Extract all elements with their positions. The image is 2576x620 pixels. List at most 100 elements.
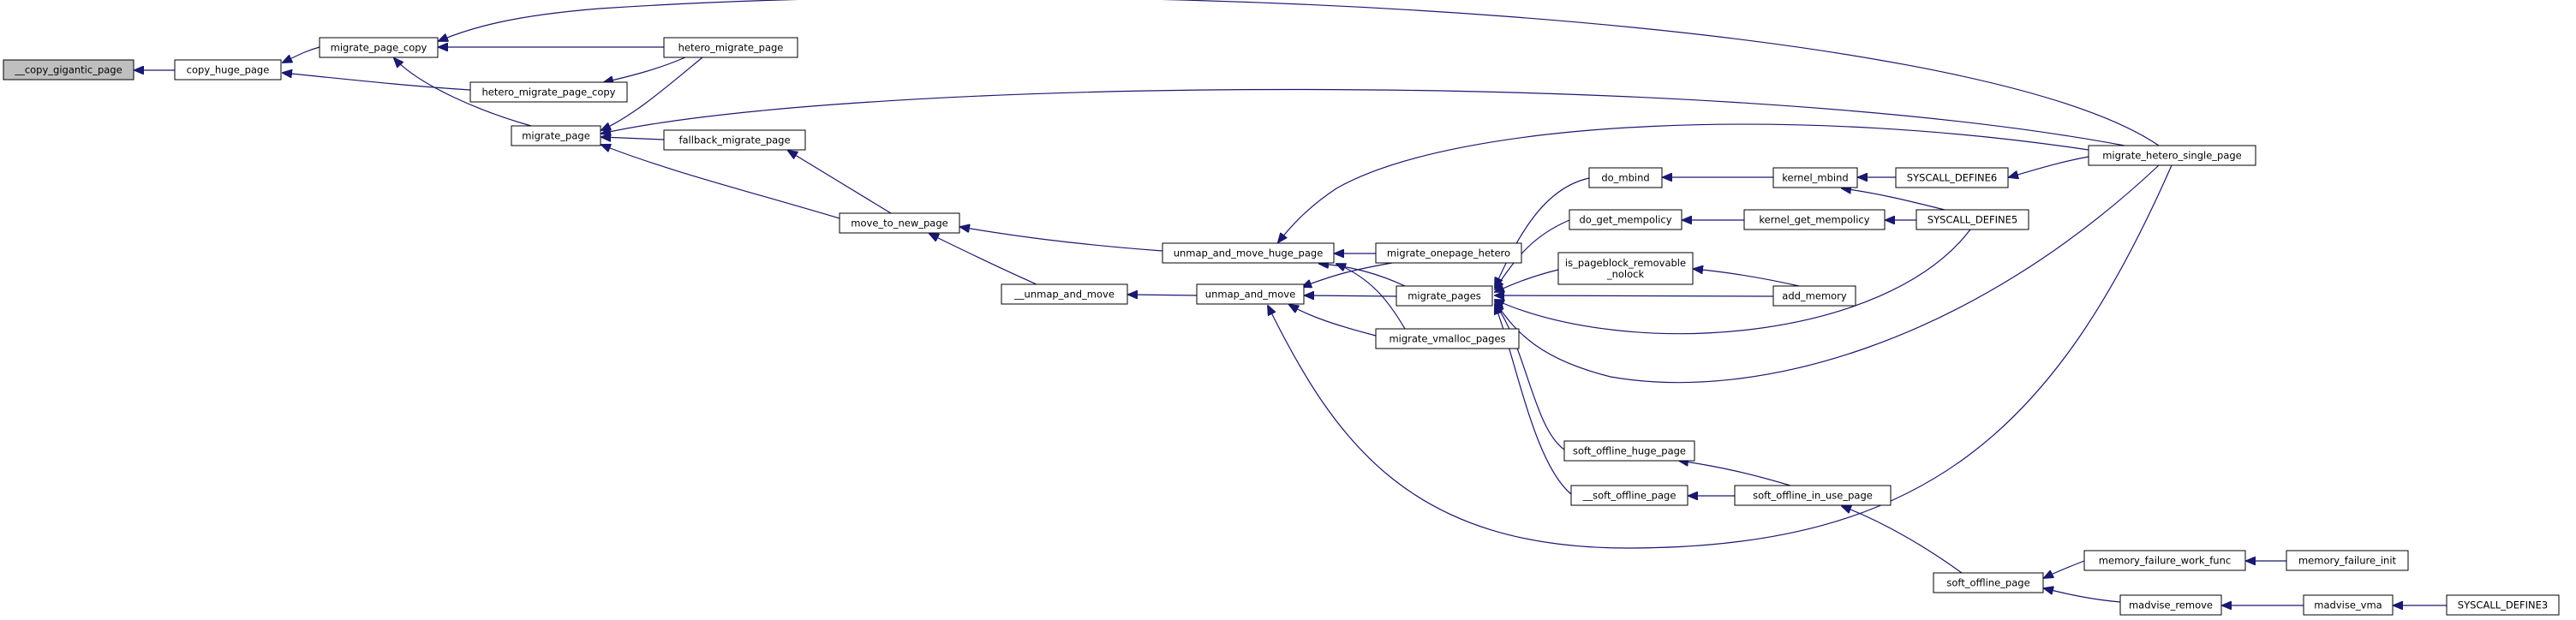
node-copy-gigantic-page[interactable]: __copy_gigantic_page — [3, 59, 134, 80]
node-migrate-hetero-single-page[interactable]: migrate_hetero_single_page — [2088, 145, 2256, 166]
node-box — [2083, 550, 2246, 571]
node-syscall-define3[interactable]: SYSCALL_DEFINE3 — [2446, 594, 2560, 616]
node-label: kernel_mbind — [1782, 172, 1848, 184]
node-kernel-mbind[interactable]: kernel_mbind — [1772, 167, 1858, 188]
node-label: __unmap_and_move — [1013, 289, 1115, 301]
node-syscall-define6[interactable]: SYSCALL_DEFINE6 — [1895, 167, 2009, 188]
node-hetero-migrate-page[interactable]: hetero_migrate_page — [663, 37, 798, 58]
node-memory-failure-work-func[interactable]: memory_failure_work_func — [2083, 550, 2246, 571]
node-soft-offline-huge-page[interactable]: soft_offline_huge_page — [1563, 440, 1695, 462]
node-migrate-page-copy[interactable]: migrate_page_copy — [319, 37, 439, 58]
node-box — [2119, 594, 2222, 616]
node-label: memory_failure_work_func — [2099, 555, 2231, 567]
node-box — [469, 81, 628, 103]
edge-migrate-vmalloc-pages-to-unmap-and-move-huge-page — [1336, 264, 1406, 330]
node-syscall-define5[interactable]: SYSCALL_DEFINE5 — [1916, 209, 2029, 230]
node-box — [174, 59, 282, 80]
node-label: madvise_vma — [2314, 599, 2382, 611]
node-label: __soft_offline_page — [1582, 490, 1676, 502]
node-label: copy_huge_page — [187, 64, 270, 76]
node-label: do_mbind — [1601, 172, 1649, 184]
node-unmap-and-move-huge-page[interactable]: unmap_and_move_huge_page — [1162, 242, 1335, 264]
node-box — [1196, 283, 1305, 305]
node-label: migrate_hetero_single_page — [2102, 150, 2242, 162]
node-migrate-page[interactable]: migrate_page — [511, 125, 601, 146]
node-soft-offline-in-use-page[interactable]: soft_offline_in_use_page — [1734, 485, 1892, 506]
edge-hetero-migrate-page-copy-to-copy-huge-page — [283, 73, 471, 91]
node-box — [511, 125, 601, 146]
node-label: hetero_migrate_page_copy — [482, 86, 616, 98]
node-label: _nolock — [1606, 268, 1645, 280]
node-box — [1569, 209, 1682, 230]
node-label: migrate_vmalloc_pages — [1389, 333, 1505, 345]
edge-memory-failure-work-func-to-soft-offline-page — [2044, 560, 2085, 578]
node-label: unmap_and_move — [1205, 289, 1295, 301]
node-box — [1588, 167, 1663, 188]
node-label: SYSCALL_DEFINE3 — [2458, 599, 2548, 611]
node-label: move_to_new_page — [851, 218, 947, 230]
node-label: kernel_get_mempolicy — [1759, 214, 1869, 226]
node-box — [2446, 594, 2560, 616]
edge-add-memory-to-migrate-pages — [1495, 295, 1774, 296]
node-fallback-migrate-page[interactable]: fallback_migrate_page — [663, 129, 806, 151]
node-do-get-mempolicy[interactable]: do_get_mempolicy — [1569, 209, 1682, 230]
edge-unmap-and-move-2-to-move-to-new-page — [929, 234, 1037, 285]
node-kernel-get-mempolicy[interactable]: kernel_get_mempolicy — [1743, 209, 1886, 230]
node-madvise-vma[interactable]: madvise_vma — [2303, 594, 2394, 616]
node-label: migrate_page_copy — [331, 42, 427, 54]
node-do-mbind[interactable]: do_mbind — [1588, 167, 1663, 188]
node-label: soft_offline_in_use_page — [1753, 490, 1873, 502]
edge-migrate-hetero-single-page-to-syscall-define6 — [2009, 156, 2089, 177]
edge-migrate-hetero-single-page-to-migrate-page-copy — [439, 0, 2160, 146]
node-label: is_pageblock_removable — [1565, 257, 1686, 269]
edge-migrate-pages-to-unmap-and-move — [1305, 295, 1397, 296]
node-migrate-onepage-hetero[interactable]: migrate_onepage_hetero — [1375, 242, 1522, 264]
node-label: SYSCALL_DEFINE5 — [1928, 214, 2017, 226]
node-label: fallback_migrate_page — [678, 134, 790, 146]
edge-madvise-remove-to-soft-offline-page — [2044, 588, 2121, 603]
edge-migrate-hetero-single-page-to-migrate-page — [601, 88, 2125, 146]
node-soft-offline-page-2[interactable]: __soft_offline_page — [1570, 485, 1688, 506]
edge-migrate-onepage-hetero-to-unmap-and-move — [1302, 262, 1393, 287]
node-box — [1375, 242, 1522, 264]
edges-layer — [134, 0, 2447, 605]
edge-migrate-hetero-single-page-to-migrate-pages — [1495, 164, 2160, 384]
node-move-to-new-page[interactable]: move_to_new_page — [839, 212, 960, 234]
edge-add-memory-to-is-pageblock-removable-nolock — [1694, 269, 1800, 287]
node-box — [1916, 209, 2029, 230]
edge-migrate-page-copy-to-copy-huge-page — [283, 46, 320, 63]
node-memory-failure-init[interactable]: memory_failure_init — [2286, 550, 2409, 571]
node-madvise-remove[interactable]: madvise_remove — [2119, 594, 2222, 616]
node-label: __copy_gigantic_page — [14, 64, 122, 76]
node-box — [1734, 485, 1892, 506]
node-copy-huge-page[interactable]: copy_huge_page — [174, 59, 282, 80]
node-hetero-migrate-page-copy[interactable]: hetero_migrate_page_copy — [469, 81, 628, 103]
edge-migrate-vmalloc-pages-to-unmap-and-move — [1289, 305, 1377, 337]
edge-hetero-migrate-page-to-migrate-page — [601, 57, 703, 130]
node-unmap-and-move-2[interactable]: __unmap_and_move — [1001, 283, 1128, 305]
node-box — [1396, 285, 1493, 307]
node-box — [1557, 252, 1694, 285]
node-box — [1772, 285, 1856, 307]
edge-migrate-hetero-single-page-to-unmap-and-move — [1268, 164, 2173, 549]
node-unmap-and-move[interactable]: unmap_and_move — [1196, 283, 1305, 305]
node-is-pageblock-removable-nolock[interactable]: is_pageblock_removable_nolock — [1557, 252, 1694, 285]
node-label: add_memory — [1782, 290, 1847, 302]
node-label: SYSCALL_DEFINE6 — [1907, 172, 1997, 184]
node-box — [2088, 145, 2256, 166]
node-migrate-pages[interactable]: migrate_pages — [1396, 285, 1493, 307]
node-soft-offline-page[interactable]: soft_offline_page — [1933, 572, 2044, 593]
node-add-memory[interactable]: add_memory — [1772, 285, 1856, 307]
node-box — [1001, 283, 1128, 305]
node-box — [3, 59, 134, 80]
edge-migrate-pages-to-unmap-and-move-huge-page — [1319, 264, 1406, 287]
node-box — [1375, 328, 1520, 349]
edge-unmap-and-move-huge-page-to-move-to-new-page — [960, 227, 1163, 252]
edge-move-to-new-page-to-migrate-page — [601, 145, 840, 219]
node-box — [663, 37, 798, 58]
node-box — [1895, 167, 2009, 188]
node-migrate-vmalloc-pages[interactable]: migrate_vmalloc_pages — [1375, 328, 1520, 349]
edge-do-mbind-to-migrate-pages — [1495, 177, 1590, 287]
node-box — [1162, 242, 1335, 264]
